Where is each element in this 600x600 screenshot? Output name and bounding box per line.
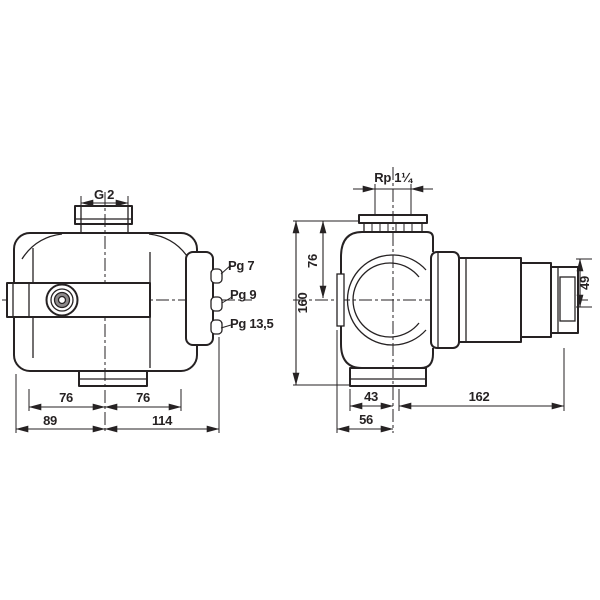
dim-56-label: 56 — [359, 412, 373, 427]
top-port-thread-ticks — [371, 223, 413, 232]
front-view-dimensions: G 2 Pg 7 Pg 9 Pg 13,5 76 76 89 114 — [15, 187, 274, 433]
pg7-label: Pg 7 — [228, 258, 254, 273]
terminal-slot — [559, 276, 576, 322]
union-nut-lines — [12, 283, 30, 317]
gland-stub-middle — [210, 296, 223, 312]
volute-arc-outer — [346, 254, 427, 346]
dim-76-left-label: 76 — [59, 390, 73, 405]
dim-49-label: 49 — [577, 276, 592, 290]
dim-162-label: 162 — [469, 389, 490, 404]
g2-label: G 2 — [94, 187, 114, 202]
pump-foot-side — [349, 367, 427, 387]
front-view — [2, 192, 252, 433]
motor-end-cap — [520, 262, 552, 338]
gland-stub-bottom — [210, 319, 223, 335]
pg9-label: Pg 9 — [230, 287, 256, 302]
volute-arc-inner — [352, 262, 420, 338]
body-shoulder-left — [21, 233, 63, 260]
front-port-mid-ring — [50, 288, 74, 312]
dim-114-label: 114 — [152, 413, 173, 428]
dim-89-label: 89 — [43, 413, 57, 428]
side-view-dimensions: Rp 1¼ 160 76 49 43 162 56 — [292, 170, 592, 433]
row2-extension-lines — [15, 337, 220, 433]
leader-pg9 — [221, 296, 233, 304]
dim-160-label: 160 — [295, 293, 310, 314]
dim-76-vertical-label: 76 — [305, 254, 320, 268]
front-port-side-tab — [336, 273, 345, 327]
dim-76-right-label: 76 — [136, 390, 150, 405]
top-port-nut-lower — [363, 222, 423, 233]
dim-43-label: 43 — [364, 389, 378, 404]
body-shoulder-right — [148, 233, 190, 260]
coupling-ring — [430, 251, 460, 349]
front-port-center — [57, 295, 67, 305]
leader-pg7 — [220, 264, 232, 275]
leader-pg13 — [220, 324, 232, 329]
pg13-label: Pg 13,5 — [230, 316, 273, 331]
motor-body — [458, 257, 522, 343]
terminal-box — [185, 251, 214, 346]
top-union-neck-lines — [80, 206, 129, 233]
top-union-box — [74, 205, 133, 225]
rp-label: Rp 1¼ — [374, 170, 413, 185]
gland-stub-top — [210, 268, 223, 284]
